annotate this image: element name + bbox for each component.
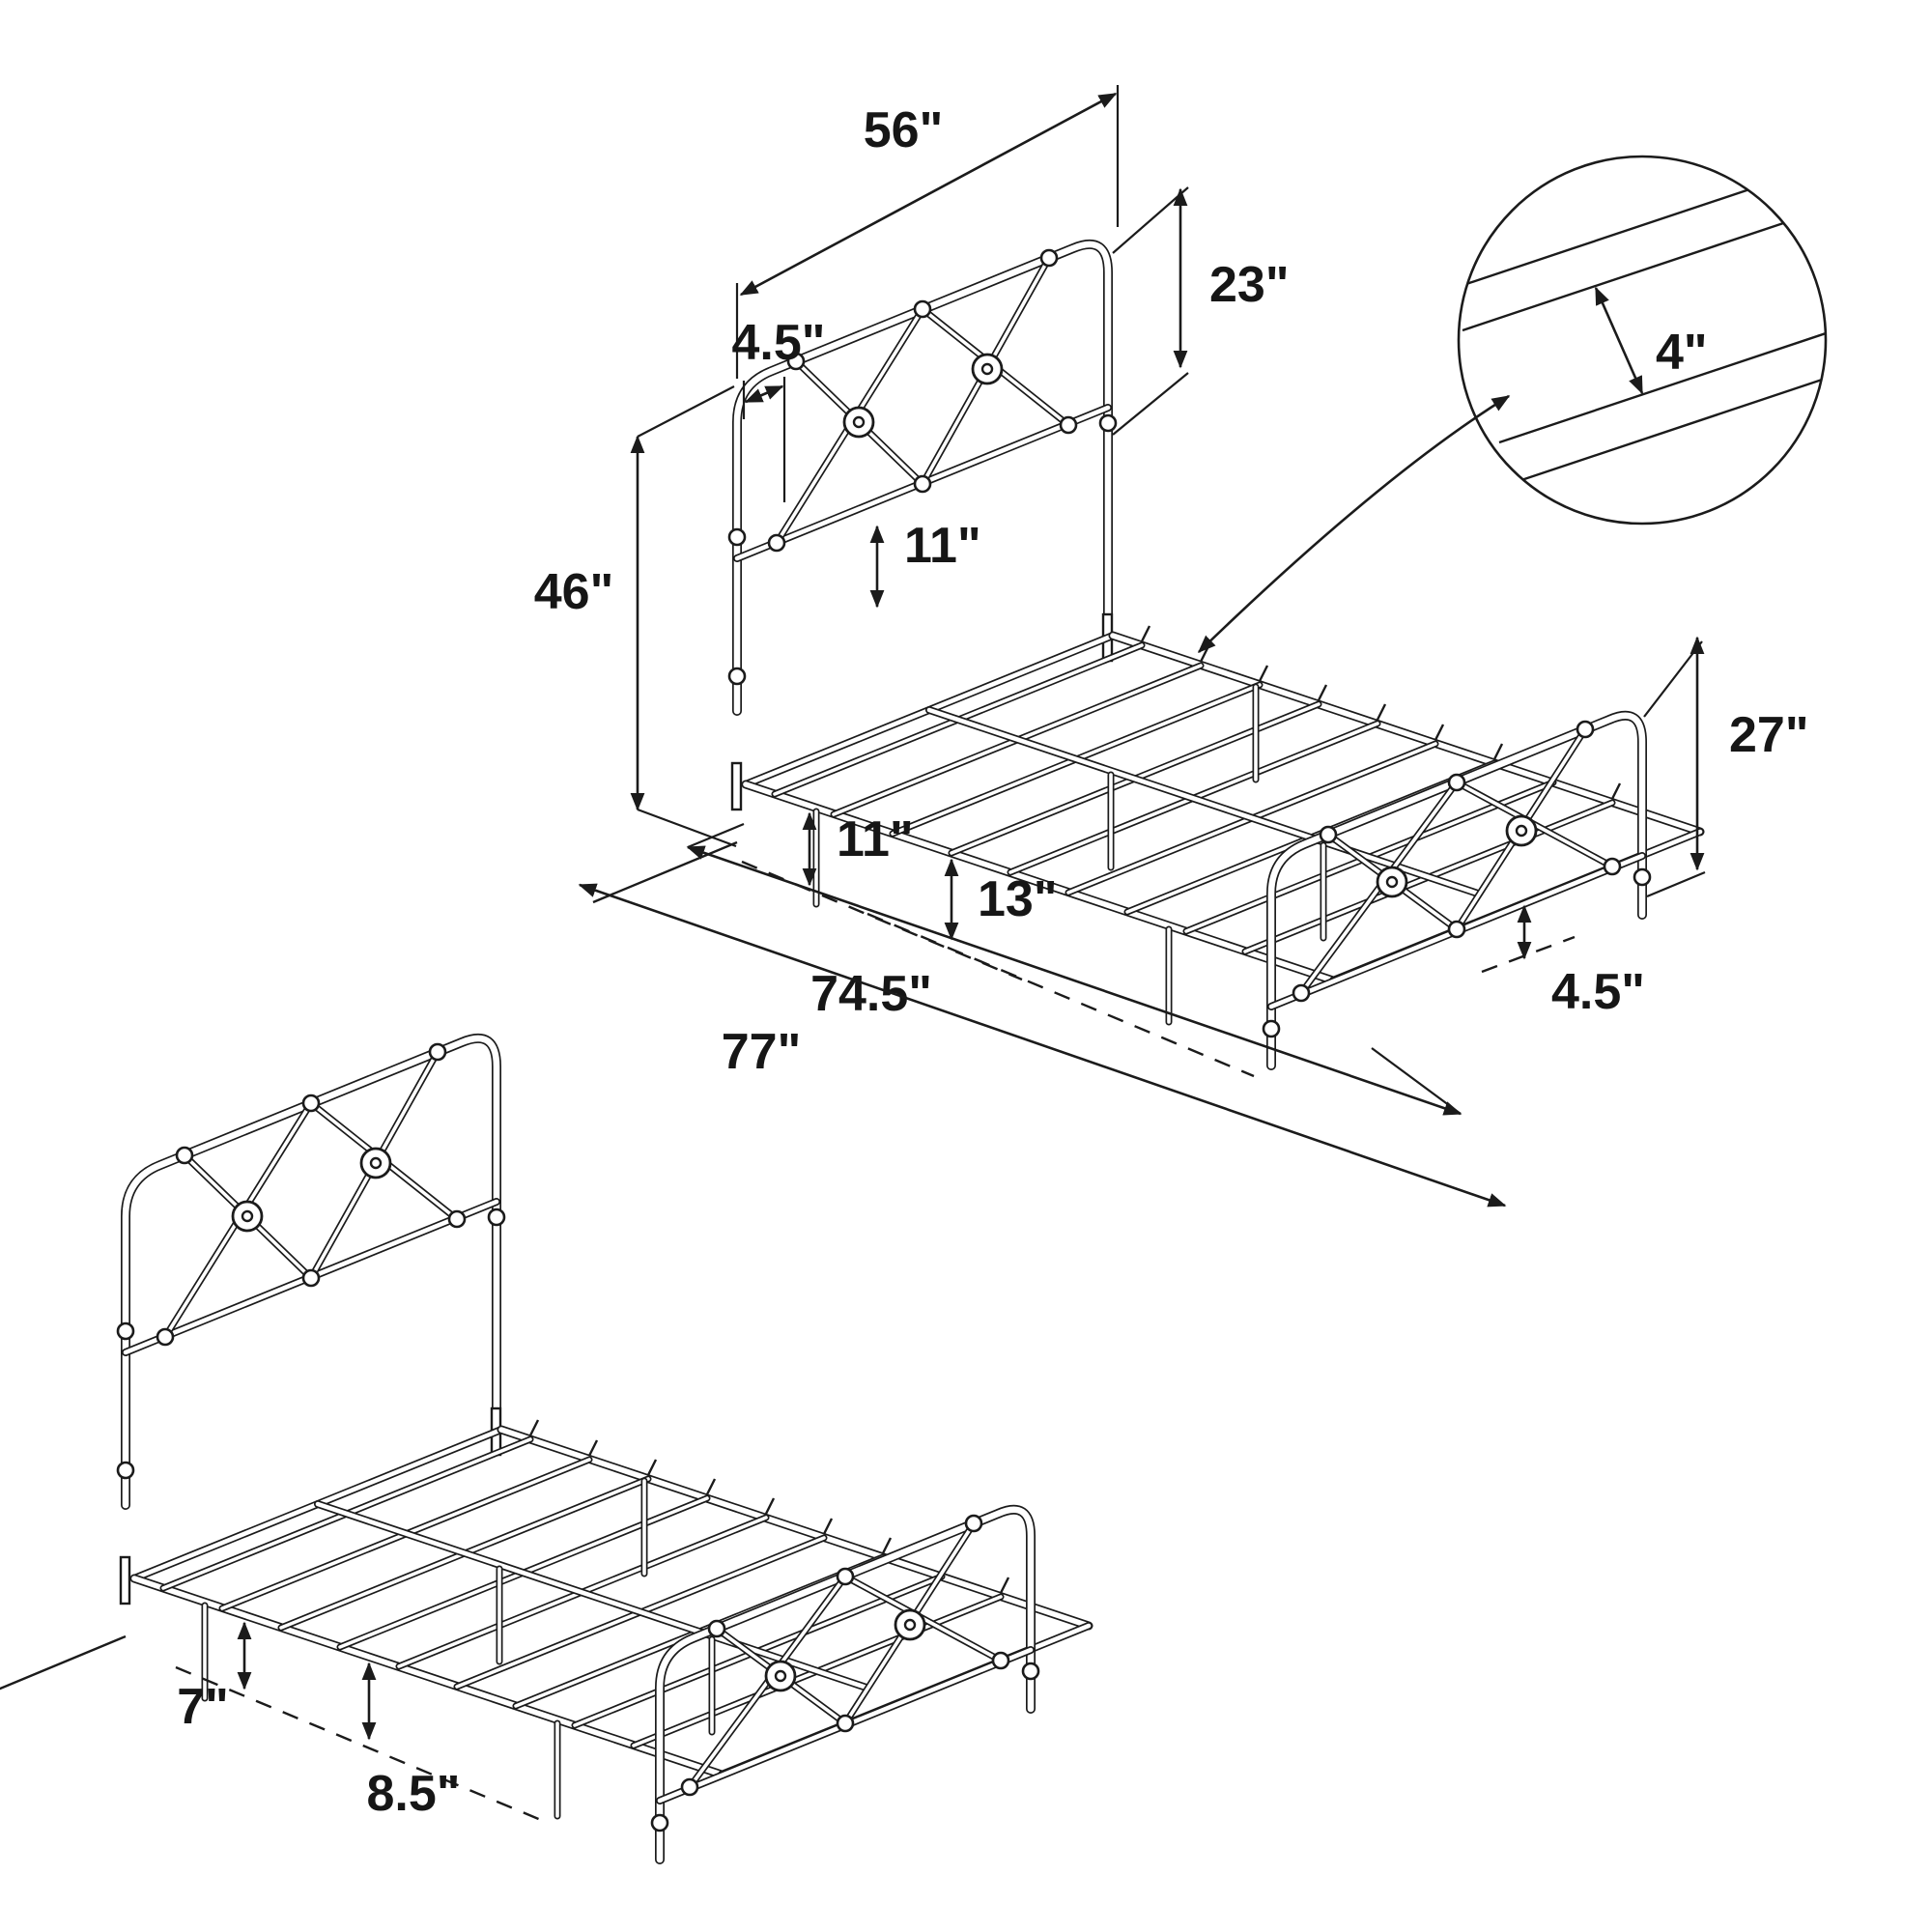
dim-label-13in: 13" xyxy=(978,871,1058,927)
dim-label-56in: 56" xyxy=(864,102,944,158)
dimension-4-5-top: 4.5" xyxy=(732,315,826,502)
dim-label-77in: 77" xyxy=(722,1024,802,1080)
dim-label-74-5in: 74.5" xyxy=(810,966,932,1022)
dim-label-11in-lower: 11" xyxy=(837,811,914,867)
dimension-4-5-bottom: 4.5" xyxy=(1481,904,1645,1020)
dimension-11-upper: 11" xyxy=(869,518,981,609)
dim-label-27in: 27" xyxy=(1729,707,1809,763)
dim-label-7in: 7" xyxy=(177,1679,229,1735)
dimension-77: 77" xyxy=(578,883,1507,1208)
dim-label-46in: 46" xyxy=(534,564,614,620)
detail-leader-arrow xyxy=(1197,394,1511,654)
dimension-27: 27" xyxy=(1643,636,1809,898)
dim-label-11in-upper: 11" xyxy=(904,518,981,574)
detail-slats xyxy=(1459,156,1826,485)
dim-label-4in: 4" xyxy=(1656,325,1708,381)
detail-callout: 4" xyxy=(1197,155,1828,654)
dimension-46: 46" xyxy=(534,385,737,848)
dim-label-23in: 23" xyxy=(1209,257,1290,313)
bed-view-bottom xyxy=(0,1038,1089,1860)
dimension-23: 23" xyxy=(1112,186,1290,436)
dim-label-4-5in-top: 4.5" xyxy=(732,315,826,371)
dimension-56: 56" xyxy=(735,85,1120,379)
dim-label-4-5in-bottom: 4.5" xyxy=(1551,964,1645,1020)
dimension-8-5: 8.5" xyxy=(361,1662,461,1822)
dimension-7: 7" xyxy=(175,1621,542,1822)
dim-label-8-5in: 8.5" xyxy=(367,1766,461,1822)
detail-gap-dim xyxy=(1594,286,1644,395)
detail-circle xyxy=(1457,155,1828,526)
